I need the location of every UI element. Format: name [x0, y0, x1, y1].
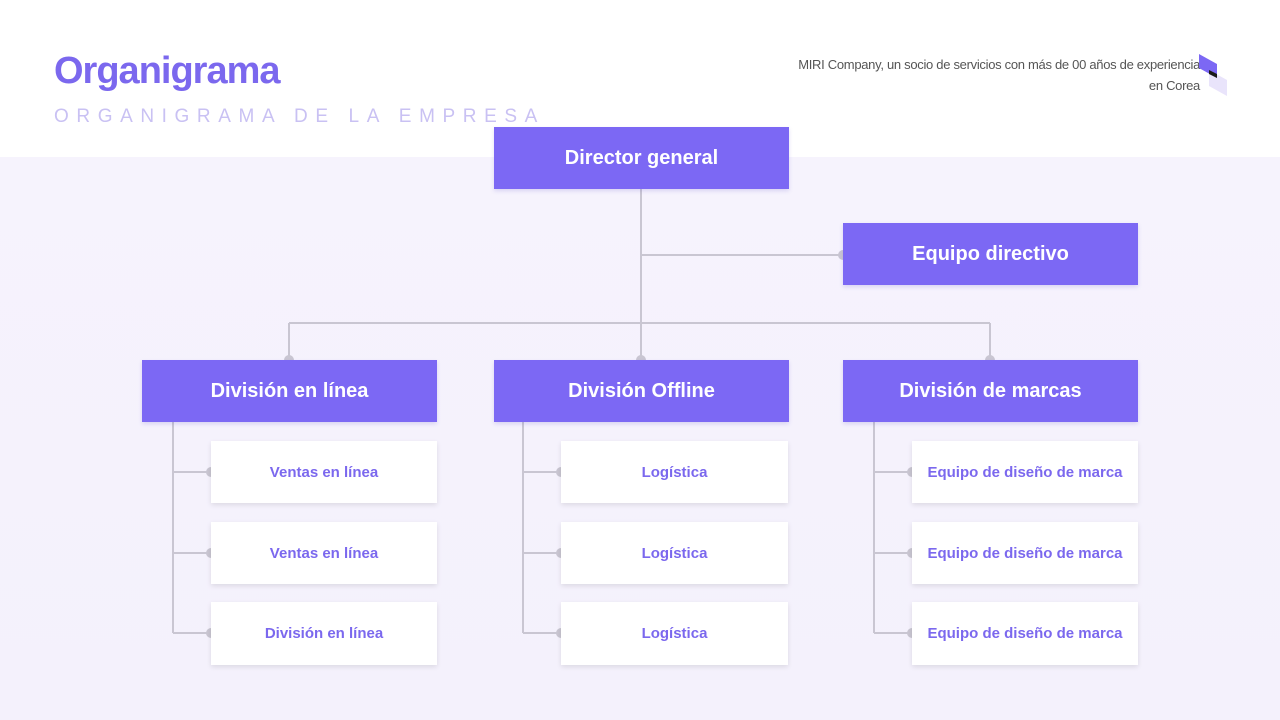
org-node-div2-team3: Logística — [561, 602, 788, 665]
page-subtitle: ORGANIGRAMA DE LA EMPRESA — [54, 106, 545, 127]
org-node-div1-team3: División en línea — [211, 602, 437, 665]
org-node-div2-team2: Logística — [561, 522, 788, 584]
org-node-div1-team1: Ventas en línea — [211, 441, 437, 503]
tagline-line-1: MIRI Company, un socio de servicios con … — [798, 57, 1200, 72]
org-node-div1-team2: Ventas en línea — [211, 522, 437, 584]
company-tagline: MIRI Company, un socio de servicios con … — [760, 54, 1200, 96]
org-node-division-1: División en línea — [142, 360, 437, 422]
brand-logo-icon — [1199, 54, 1227, 96]
org-node-root: Director general — [494, 127, 789, 189]
org-node-div3-team3: Equipo de diseño de marca — [912, 602, 1138, 665]
org-node-division-3: División de marcas — [843, 360, 1138, 422]
page-title: Organigrama — [54, 50, 281, 92]
org-node-div2-team1: Logística — [561, 441, 788, 503]
org-node-div3-team2: Equipo de diseño de marca — [912, 522, 1138, 584]
tagline-line-2: en Corea — [1148, 78, 1200, 93]
org-node-management: Equipo directivo — [843, 223, 1138, 285]
org-node-division-2: División Offline — [494, 360, 789, 422]
org-node-div3-team1: Equipo de diseño de marca — [912, 441, 1138, 503]
